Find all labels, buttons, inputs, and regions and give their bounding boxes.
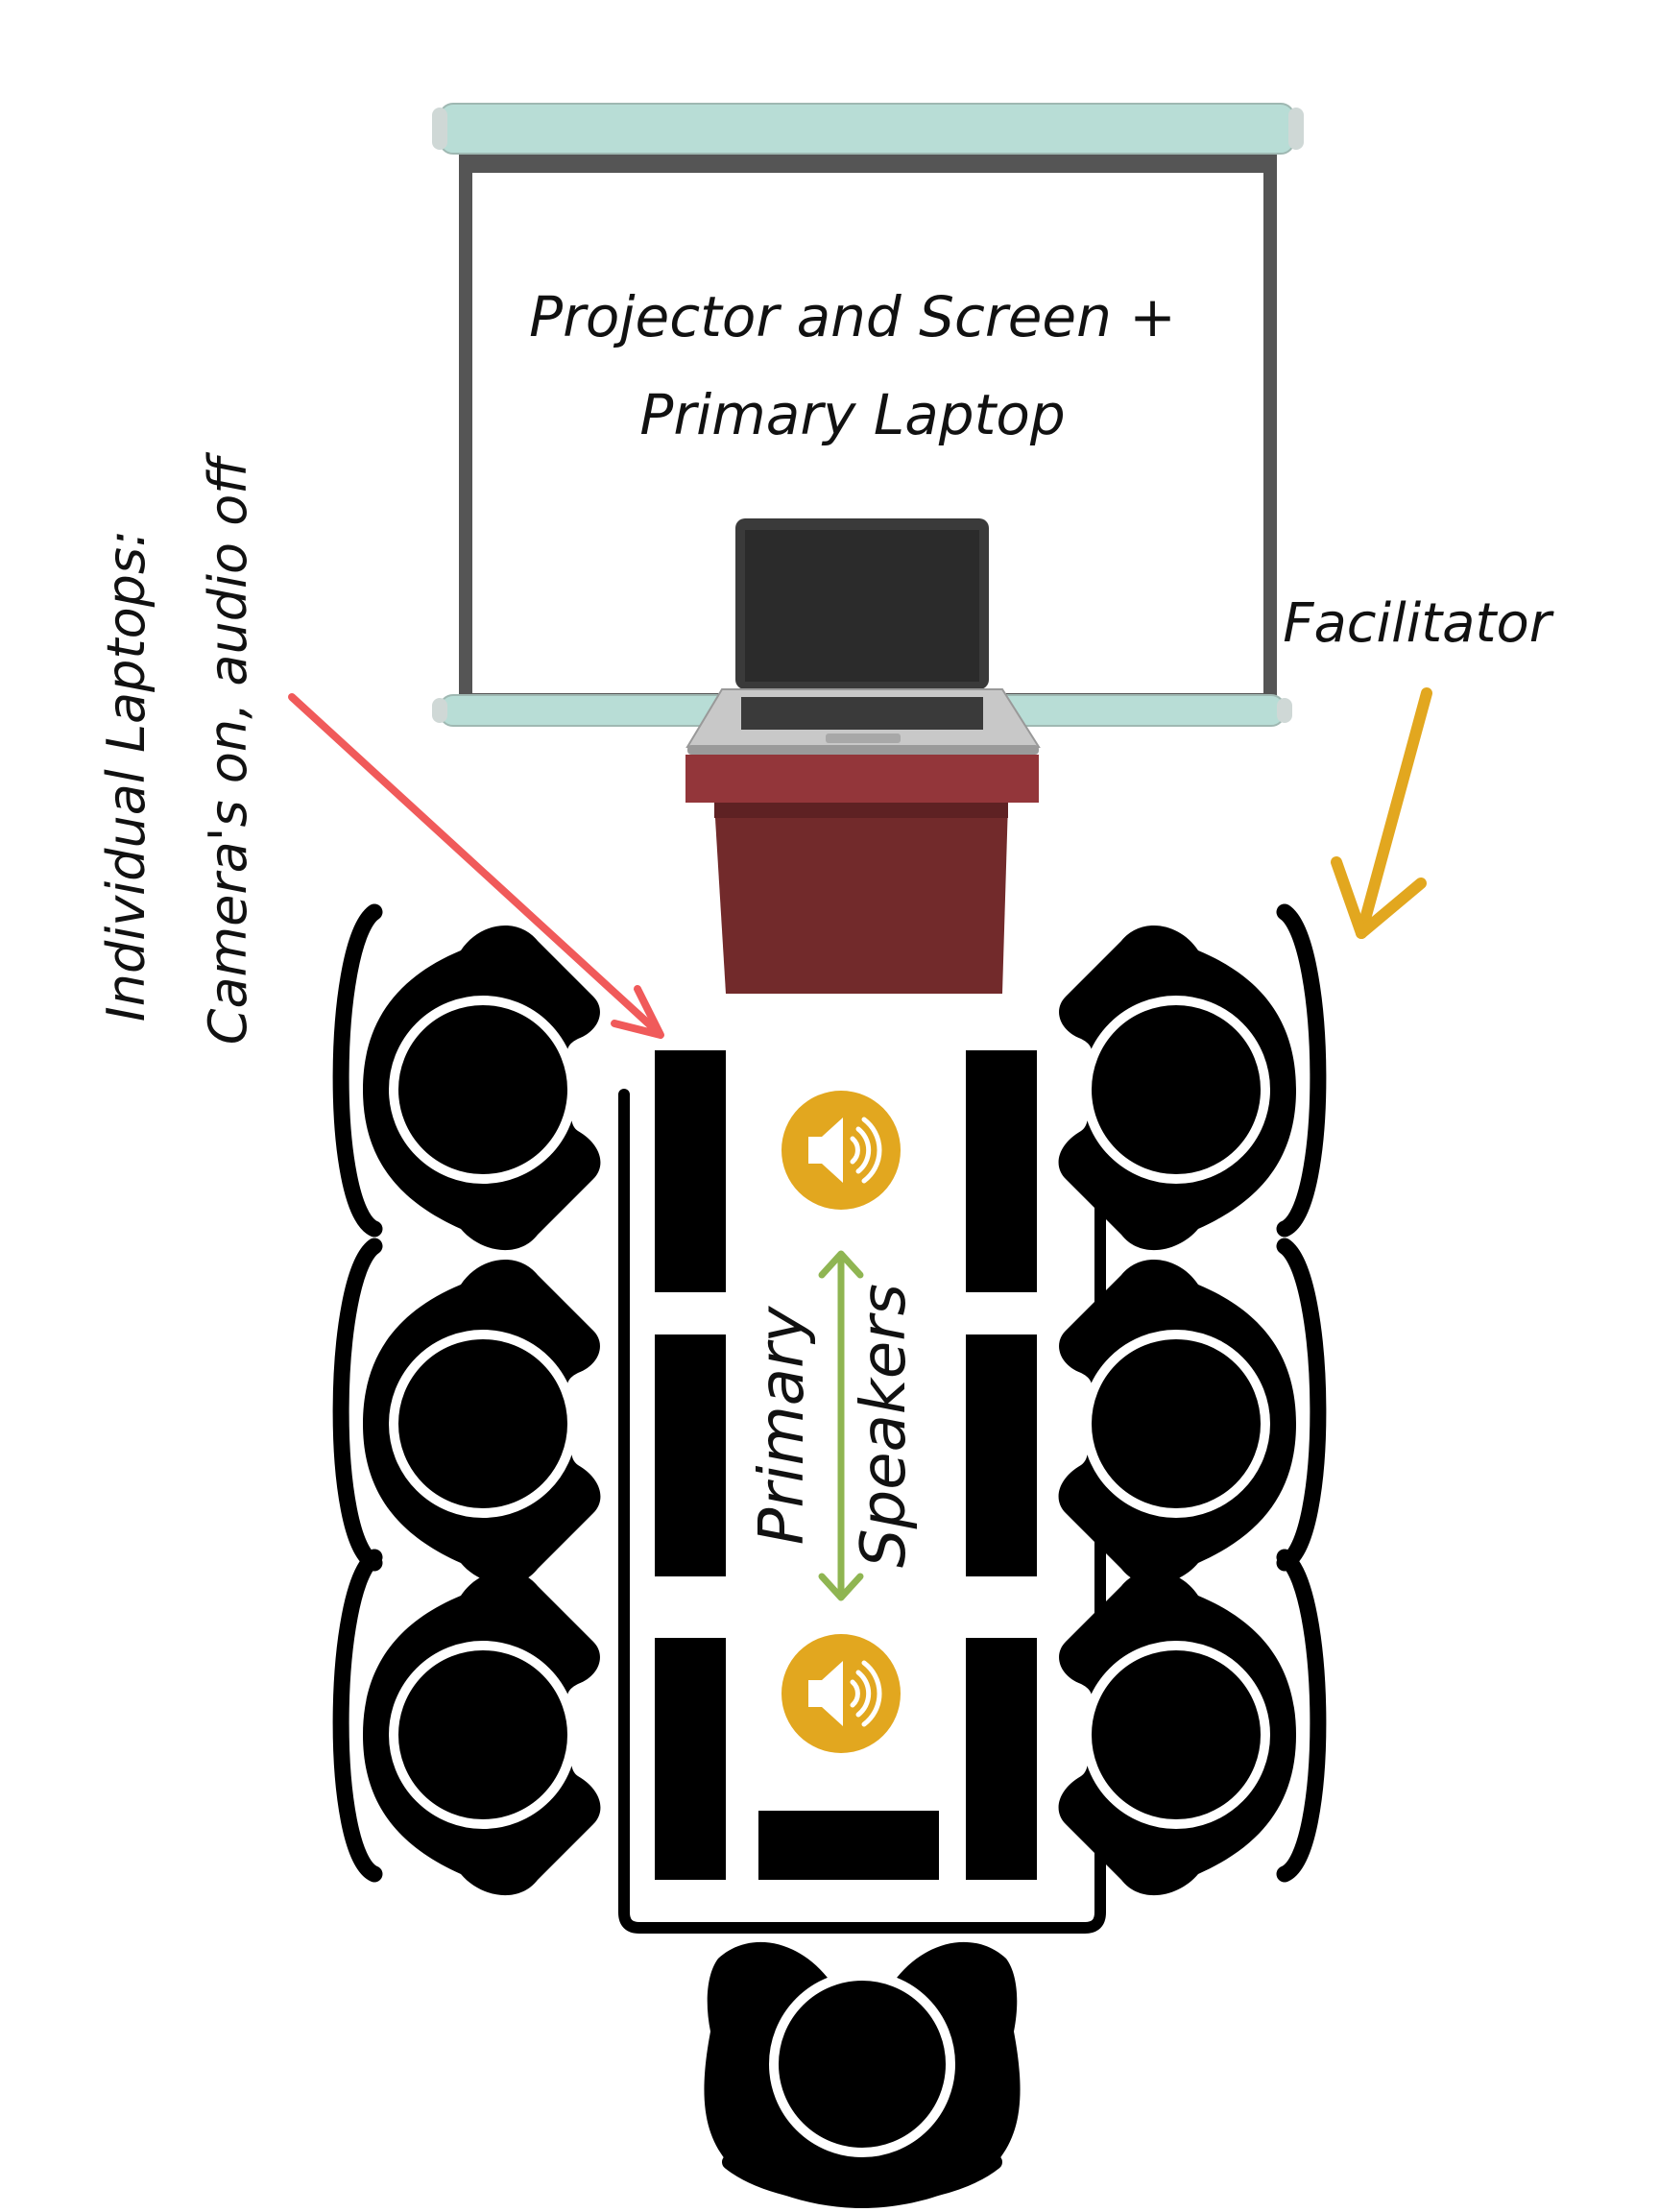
- screen-top-roller: [439, 103, 1295, 155]
- facilitator-label: Facilitator: [1283, 592, 1553, 655]
- speaker-volume-icon: [781, 1091, 901, 1210]
- table-laptop: [655, 1638, 726, 1880]
- chair-icon: [1059, 912, 1318, 1250]
- table-laptop: [966, 1050, 1037, 1292]
- speaker-volume-icon: [781, 1634, 901, 1753]
- primary-label: Primary: [747, 1306, 818, 1546]
- screen-label-line2: Primary Laptop: [639, 382, 1065, 447]
- podium-icon: [685, 755, 1039, 994]
- chair-icon: [341, 1557, 600, 1895]
- double-arrow: [818, 1250, 864, 1601]
- laptops-arrow: [288, 693, 664, 1039]
- table-laptop: [966, 1334, 1037, 1576]
- table-laptop: [655, 1334, 726, 1576]
- chair-icon: [341, 1246, 600, 1584]
- table-laptop: [655, 1050, 726, 1292]
- laptop-icon: [685, 518, 1041, 755]
- chair-icon: [704, 1941, 1021, 2208]
- conference-table: [618, 1050, 1106, 1934]
- chair-icon: [341, 912, 600, 1250]
- speakers-label: Speakers: [849, 1284, 920, 1568]
- laptops-label-line2: Camera's on, audio off: [198, 452, 258, 1045]
- screen-label-line1: Projector and Screen +: [529, 284, 1176, 349]
- facilitator-arrow: [1331, 687, 1432, 939]
- table-laptop-end: [758, 1811, 939, 1880]
- laptops-label-line1: Individual Laptops:: [96, 530, 156, 1022]
- table-laptop: [966, 1638, 1037, 1880]
